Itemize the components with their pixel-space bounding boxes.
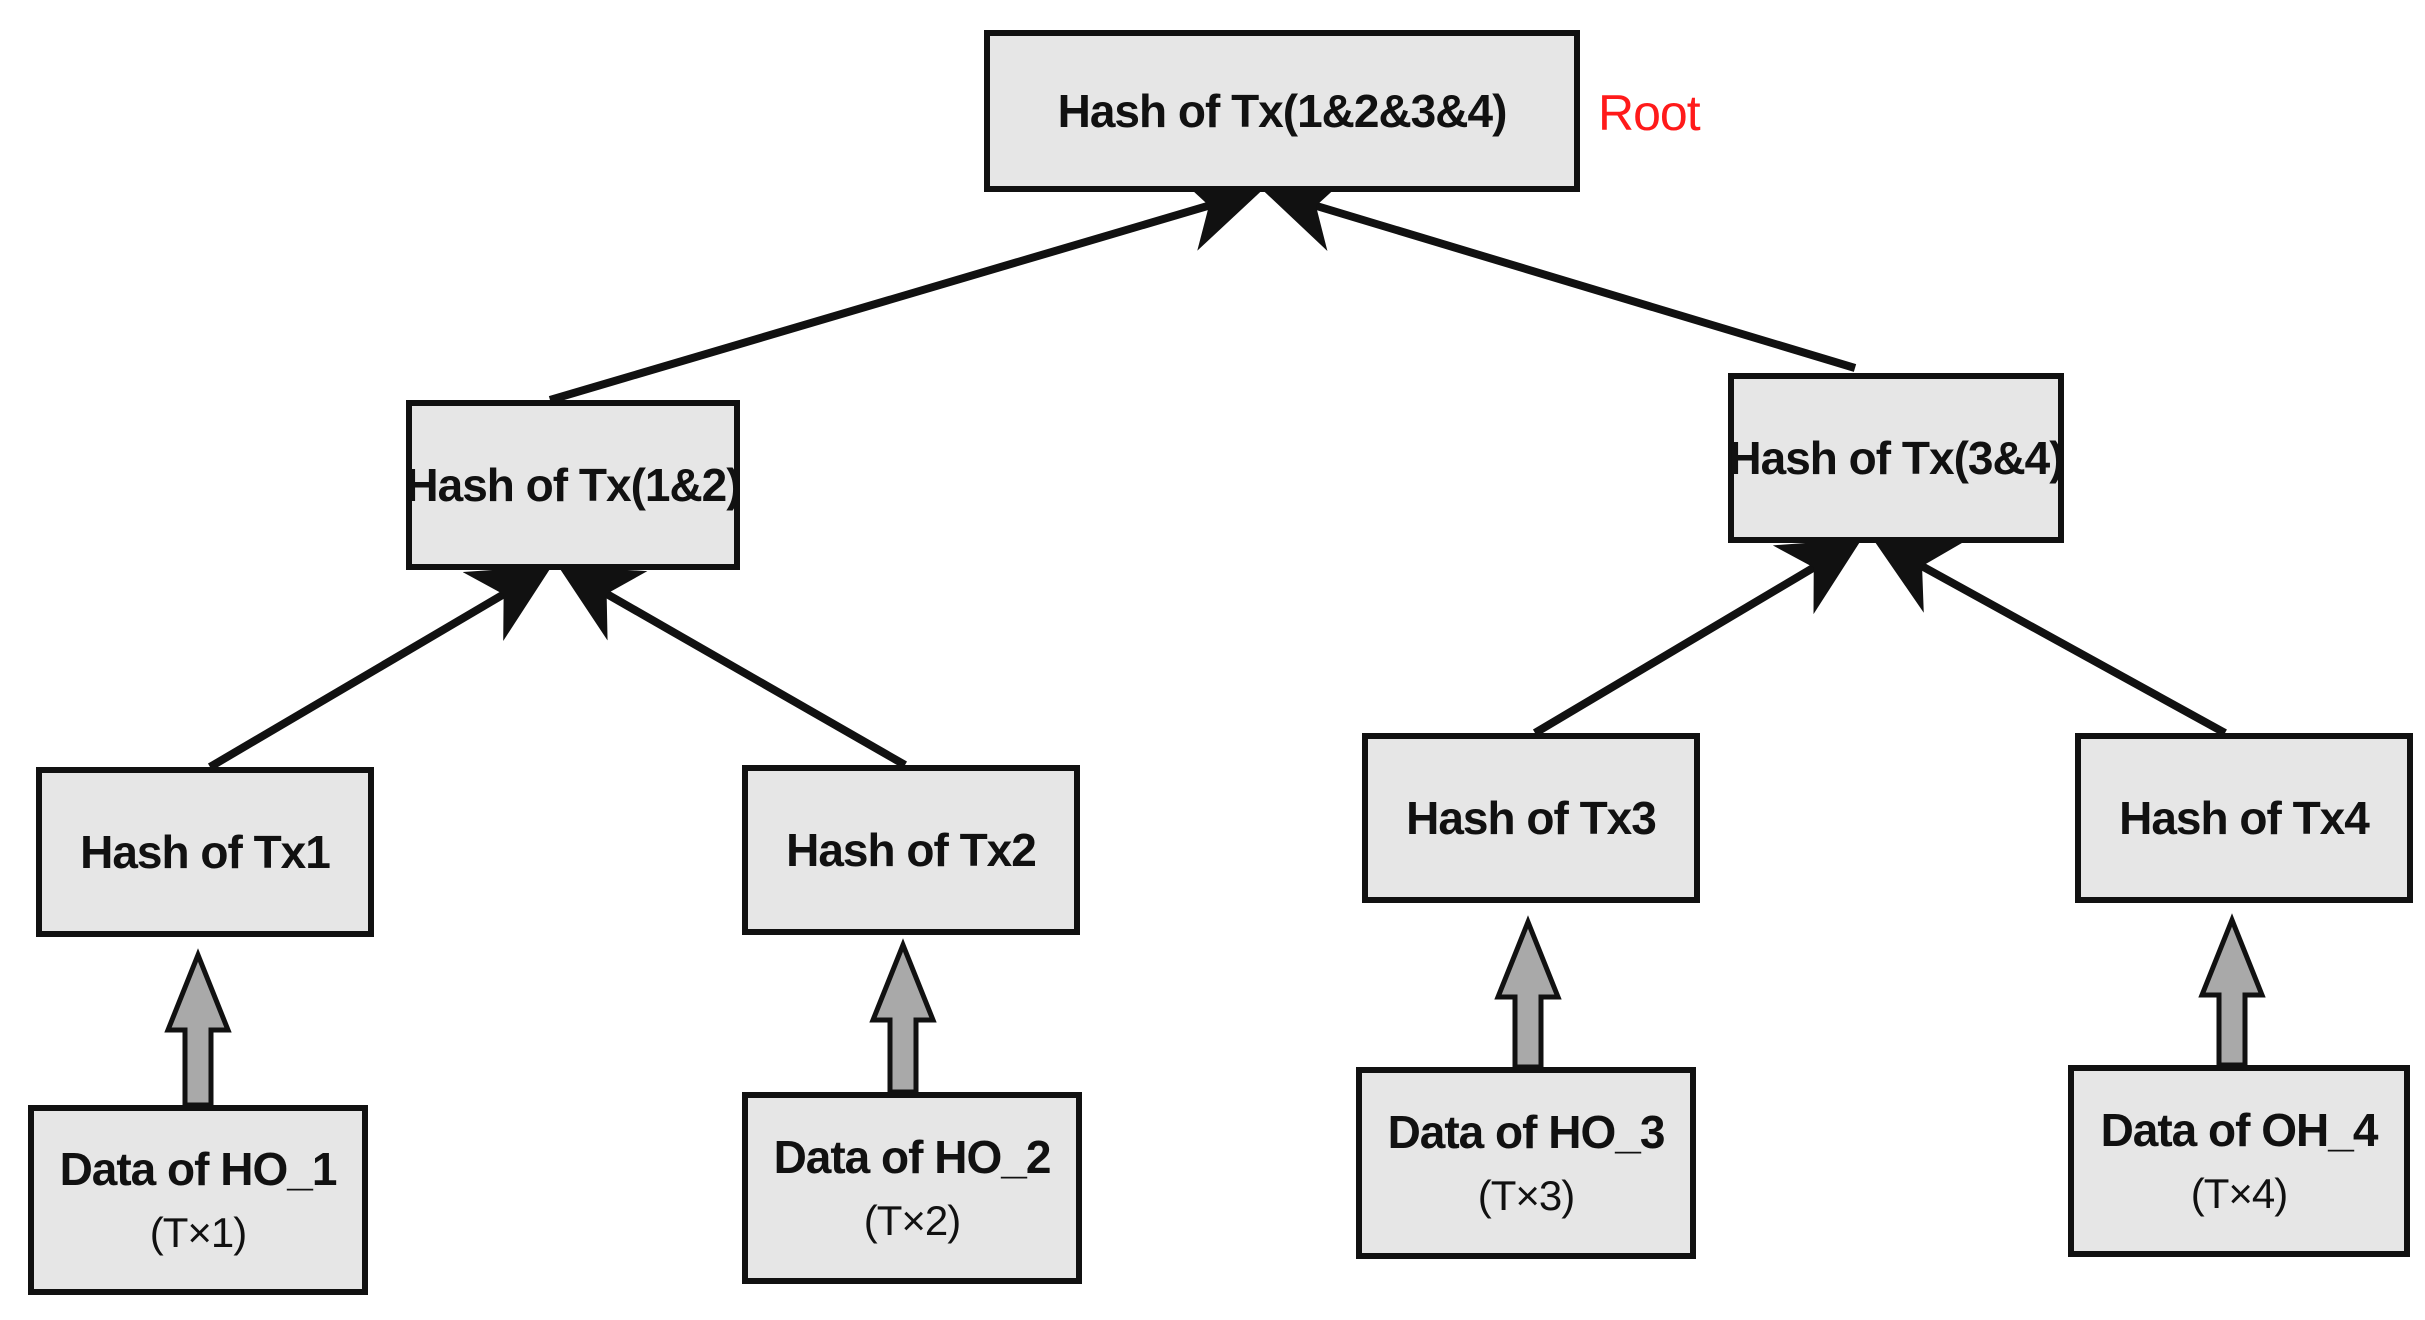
data-node-3-tx: (T×3) bbox=[1477, 1172, 1576, 1220]
edge-tx4-to-right bbox=[1872, 539, 2227, 737]
hash-node-tx4: Hash of Tx4 bbox=[2075, 733, 2413, 903]
data-node-1: Data of HO_1 (T×1) bbox=[28, 1105, 368, 1295]
hash-node-tx3: Hash of Tx3 bbox=[1362, 733, 1700, 903]
edge-tx3-to-right bbox=[1532, 538, 1862, 737]
data-node-1-label: Data of HO_1 bbox=[59, 1142, 338, 1195]
hash-node-1-2: Hash of Tx(1&2) bbox=[405, 400, 742, 570]
edge-tx1-to-left bbox=[207, 565, 552, 771]
data-node-1-tx: (T×1) bbox=[149, 1209, 248, 1257]
edge-left-to-root bbox=[548, 174, 1263, 404]
hash-node-tx2-label: Hash of Tx2 bbox=[786, 823, 1037, 876]
root-node: Hash of Tx(1&2&3&4) bbox=[984, 30, 1580, 192]
block-arrow-3 bbox=[1494, 915, 1562, 1070]
edge-tx2-to-left bbox=[558, 566, 907, 769]
block-arrow-1 bbox=[164, 948, 232, 1108]
hash-node-tx4-label: Hash of Tx4 bbox=[2119, 791, 2370, 844]
hash-node-tx1-label: Hash of Tx1 bbox=[80, 825, 331, 878]
hash-node-tx1: Hash of Tx1 bbox=[36, 767, 374, 937]
data-node-4-tx: (T×4) bbox=[2190, 1170, 2289, 1218]
block-arrow-4 bbox=[2198, 913, 2266, 1068]
data-node-4: Data of OH_4 (T×4) bbox=[2068, 1065, 2410, 1257]
data-node-4-label: Data of OH_4 bbox=[2100, 1103, 2379, 1156]
data-node-2: Data of HO_2 (T×2) bbox=[742, 1092, 1082, 1284]
root-tag: Root bbox=[1598, 85, 1701, 141]
block-arrow-2 bbox=[869, 938, 937, 1095]
root-node-label: Hash of Tx(1&2&3&4) bbox=[1057, 84, 1508, 137]
hash-node-1-2-label: Hash of Tx(1&2) bbox=[405, 458, 741, 511]
hash-node-tx2: Hash of Tx2 bbox=[742, 765, 1080, 935]
data-node-2-label: Data of HO_2 bbox=[773, 1130, 1052, 1183]
hash-node-3-4: Hash of Tx(3&4) bbox=[1728, 373, 2065, 543]
data-node-3-label: Data of HO_3 bbox=[1387, 1105, 1666, 1158]
hash-node-tx3-label: Hash of Tx3 bbox=[1406, 791, 1657, 844]
edge-right-to-root bbox=[1262, 174, 1857, 372]
hash-node-3-4-label: Hash of Tx(3&4) bbox=[1728, 431, 2064, 484]
data-node-3: Data of HO_3 (T×3) bbox=[1356, 1067, 1696, 1259]
data-node-2-tx: (T×2) bbox=[863, 1197, 962, 1245]
